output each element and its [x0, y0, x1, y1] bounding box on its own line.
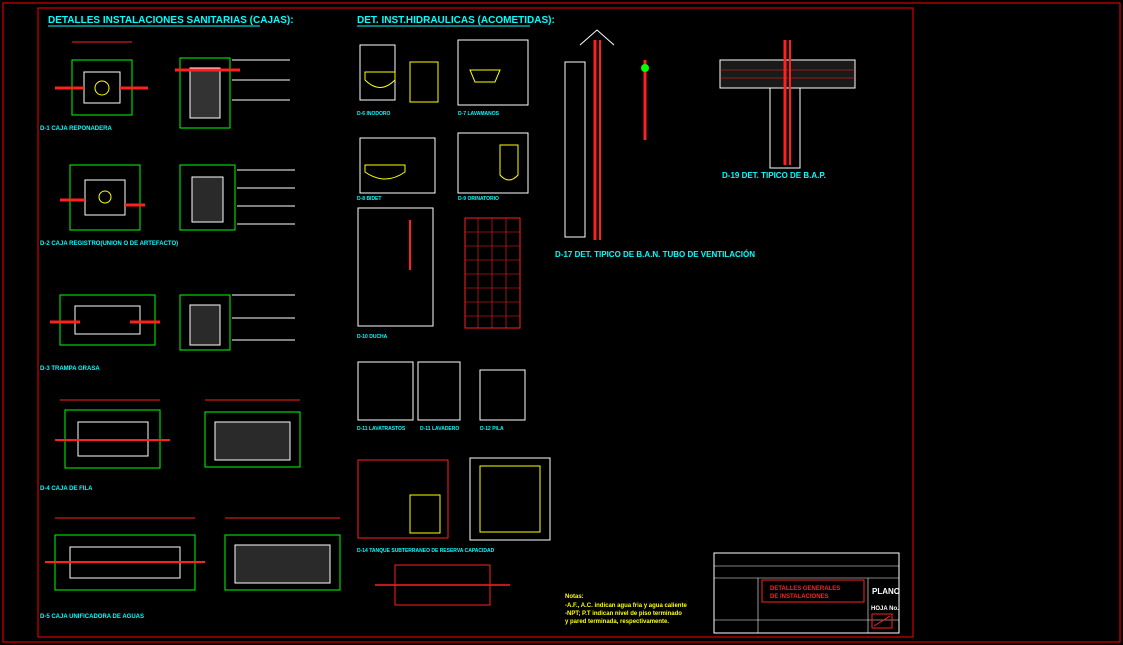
d7-label: D-7 LAVAMANOS — [458, 111, 500, 117]
title-main-1: DETALLES GENERALES — [770, 586, 840, 592]
d2-section-box — [179, 164, 236, 231]
d19-title: D-19 DET. TIPICO DE B.A.P. — [722, 171, 826, 180]
title-hoja-label: HOJA No. — [871, 606, 899, 612]
d1-section-box — [179, 57, 231, 129]
d17-title: D-17 DET. TIPICO DE B.A.N. TUBO DE VENTI… — [555, 250, 755, 259]
left-section-title: DETALLES INSTALACIONES SANITARIAS (CAJAS… — [48, 15, 294, 26]
d5-section-box — [224, 534, 341, 591]
title-main-2: DE INSTALACIONES — [770, 594, 829, 600]
d6-label: D-6 INODORO — [357, 111, 390, 117]
d4-section-box — [204, 411, 301, 468]
d19-slab — [719, 59, 856, 89]
d2-plan-box — [69, 164, 141, 231]
middle-section-title: DET. INST.HIDRAULICAS (ACOMETIDAS): — [357, 15, 555, 26]
d14-tank-plan-inner — [479, 465, 541, 533]
title-block-frame — [713, 552, 900, 634]
d6-toilet-front — [409, 61, 439, 103]
detail-d19-group: D-19 DET. TIPICO DE B.A.P. — [719, 40, 856, 180]
d8-label: D-8 BIDET — [357, 196, 381, 202]
detail-d1-group: D-1 CAJA REPONADERA — [40, 41, 290, 132]
detail-d17-group: D-17 DET. TIPICO DE B.A.N. TUBO DE VENTI… — [555, 29, 755, 259]
d10-label: D-10 DUCHA — [357, 334, 388, 340]
detail-d3-group: D-3 TRAMPA GRASA — [40, 294, 295, 372]
d17-wall — [564, 61, 586, 238]
d4-section-fill — [214, 421, 291, 461]
d2-plan-inner — [84, 179, 126, 216]
title-sheet-slash — [873, 615, 891, 627]
d2-section-fill — [191, 176, 224, 223]
d14-label: D-14 TANQUE SUBTERRANEO DE RESERVA CAPAC… — [357, 548, 495, 554]
d7-sink-box — [457, 39, 529, 106]
d11a-label: D-11 LAVATRASTOS — [357, 426, 406, 432]
d9-label: D-9 ORINATORIO — [458, 196, 499, 202]
d1-section-fill — [189, 67, 221, 119]
fixture-group-row1: D-6 INODORO D-7 LAVAMANOS — [357, 39, 529, 117]
d14-tank-section — [357, 459, 449, 539]
notes-line-3: y pared terminada, respectivamente. — [565, 619, 669, 625]
d4-label: D-4 CAJA DE FILA — [40, 486, 93, 492]
d3-plan-inner — [74, 305, 141, 335]
d11-lavatrastos-box — [357, 361, 414, 421]
d14-tank-plan — [469, 457, 551, 541]
detail-d5-group: D-5 CAJA UNIFICADORA DE AGUAS — [40, 517, 341, 620]
fixture-group-sinks: D-11 LAVATRASTOS D-11 LAVADERO D-12 PILA — [357, 361, 526, 432]
d2-label: D-2 CAJA REGISTRO(UNION O DE ARTEFACTO) — [40, 241, 178, 247]
d8-bidet-shape — [364, 164, 406, 180]
d9-urinal-box — [457, 132, 529, 194]
d1-drain — [94, 80, 110, 96]
d11-lavadero-box — [417, 361, 461, 421]
d5-section-fill — [234, 544, 331, 584]
notes-heading: Notas: — [565, 594, 584, 600]
d3-label: D-3 TRAMPA GRASA — [40, 366, 100, 372]
d10-tiles — [464, 217, 521, 329]
notes-line-1: -A.F., A.C. indican agua fria y agua cal… — [565, 603, 687, 609]
title-block: DETALLES GENERALES DE INSTALACIONES PLAN… — [713, 552, 900, 634]
title-sheet-number-box — [871, 613, 893, 629]
fixture-group-tank: D-14 TANQUE SUBTERRANEO DE RESERVA CAPAC… — [357, 457, 551, 606]
d5-label: D-5 CAJA UNIFICADORA DE AGUAS — [40, 614, 144, 620]
notes-line-2: -NPT; P.T indican nivel de piso terminad… — [565, 611, 682, 617]
d12-label: D-12 PILA — [480, 426, 504, 432]
detail-d2-group: D-2 CAJA REGISTRO(UNION O DE ARTEFACTO) — [40, 164, 295, 247]
d1-label: D-1 CAJA REPONADERA — [40, 126, 112, 132]
d10-tile-grid — [465, 218, 520, 328]
title-main-box — [761, 579, 865, 603]
d17-valve — [641, 64, 649, 72]
sheet-inner-border — [37, 7, 914, 638]
title-plano-label: PLANO — [872, 587, 900, 596]
fixture-group-row2: D-8 BIDET D-9 ORINATORIO — [357, 132, 529, 202]
d3-section-fill — [189, 304, 221, 346]
d14-tank-inner — [409, 494, 441, 534]
detail-d4-group: D-4 CAJA DE FILA — [40, 399, 301, 492]
fixture-group-shower: D-10 DUCHA — [357, 207, 521, 340]
d2-drain — [98, 190, 112, 204]
d12-pila-box — [479, 369, 526, 421]
d11b-label: D-11 LAVADERO — [420, 426, 459, 432]
d7-sink-shape — [469, 69, 501, 83]
d3-plan-box — [59, 294, 156, 346]
d10-shower-wall — [357, 207, 434, 327]
d3-section-box — [179, 294, 231, 351]
d9-urinal-shape — [499, 144, 519, 181]
d17-vent-cap — [579, 29, 615, 46]
d19-slab-hatch — [720, 69, 855, 79]
d1-plan-inner — [83, 71, 121, 104]
d6-toilet-shape — [364, 71, 396, 88]
d8-bidet-box — [359, 137, 436, 194]
notes-group: Notas: -A.F., A.C. indican agua fria y a… — [565, 594, 687, 625]
